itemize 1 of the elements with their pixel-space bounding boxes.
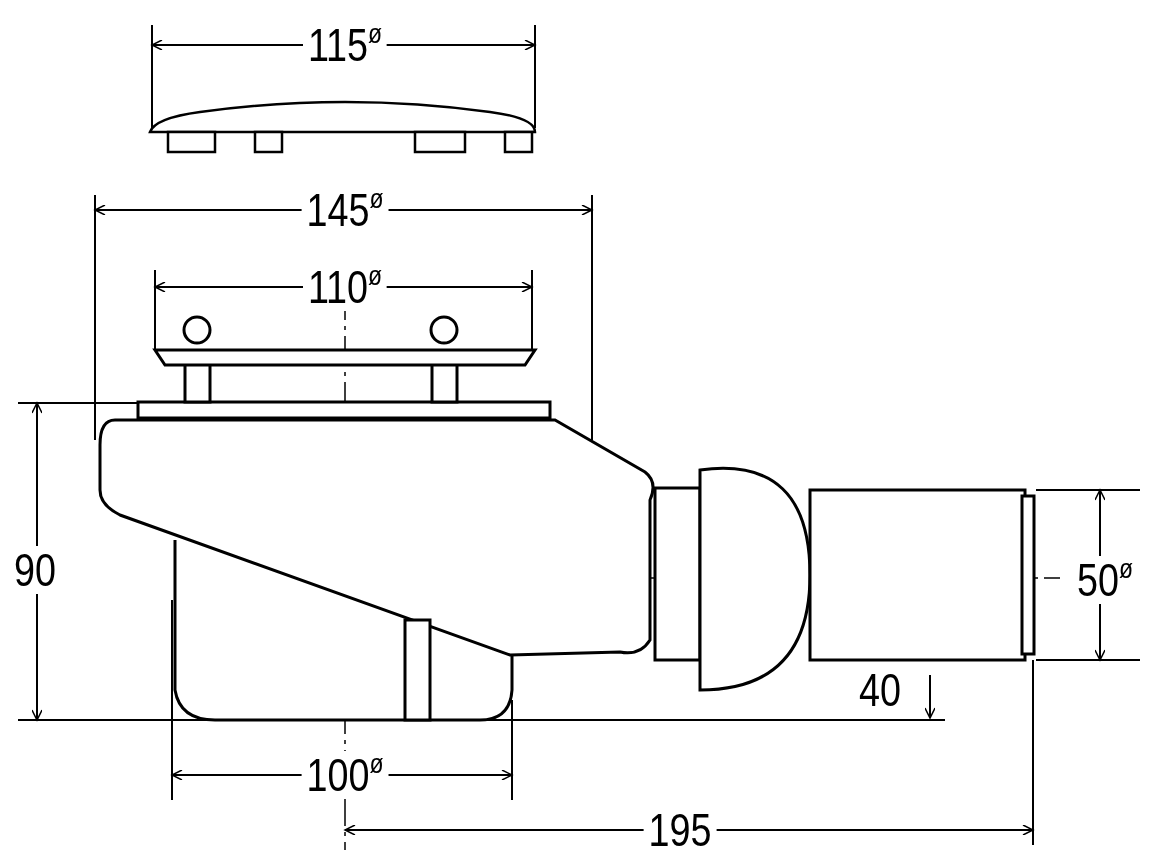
dimension-label: 100$^{ø}$ <box>301 751 389 799</box>
